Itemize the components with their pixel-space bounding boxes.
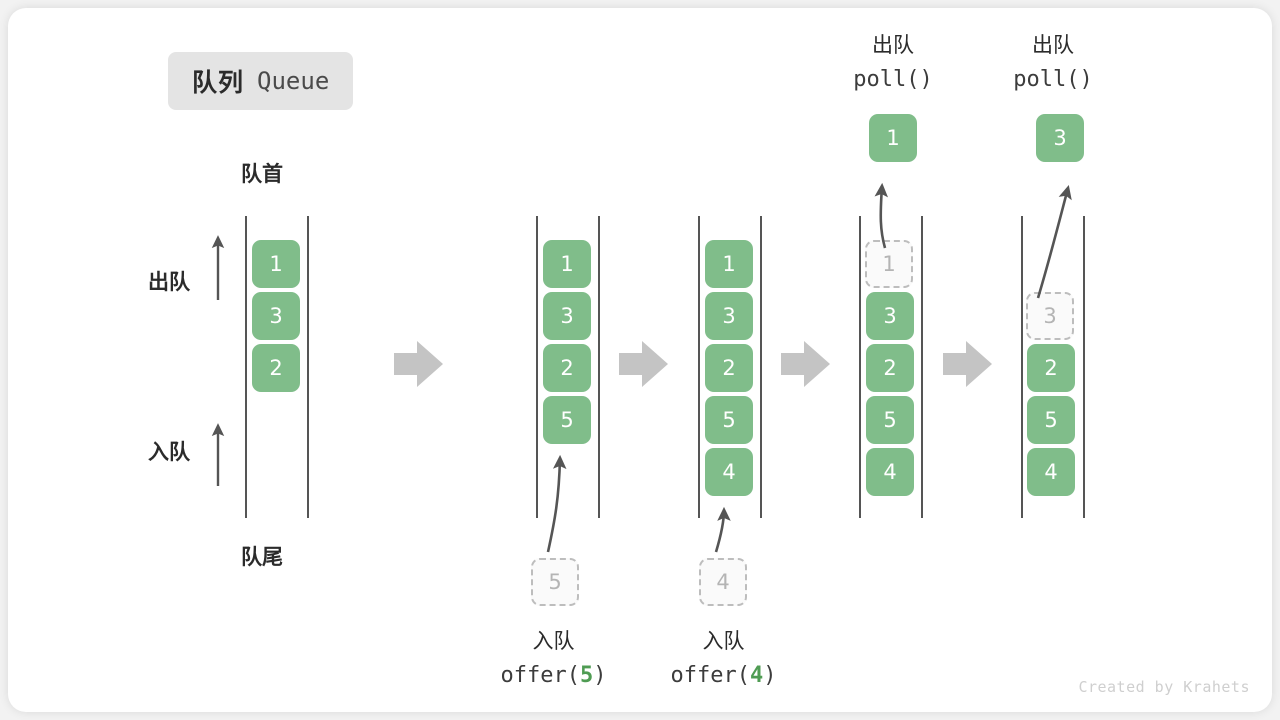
queue-cell: 1 — [543, 240, 591, 288]
step-arrow-4 — [943, 341, 992, 387]
operation-caption-cn: 入队 — [532, 630, 575, 653]
queue-rail-right-stage-1 — [307, 216, 309, 518]
queue-cell: 1 — [252, 240, 300, 288]
queue-rail-left-stage-1 — [245, 216, 247, 518]
queue-tail-label: 队尾 — [241, 546, 283, 569]
queue-cell: 2 — [866, 344, 914, 392]
queue-cell: 2 — [705, 344, 753, 392]
diagram-card: 队列 Queue 队首 队尾 出队 入队 1 3 2 1 3 2 5 5 入队 … — [8, 8, 1272, 712]
queue-rail-left-stage-4 — [859, 216, 861, 518]
watermark-credit: Created by Krahets — [1078, 678, 1250, 696]
operation-caption-cn: 出队 — [1032, 34, 1074, 57]
removed-ghost-cell: 3 — [1026, 292, 1074, 340]
queue-cell: 3 — [866, 292, 914, 340]
queue-cell: 3 — [252, 292, 300, 340]
step-arrow-1 — [394, 341, 443, 387]
queue-cell: 2 — [252, 344, 300, 392]
queue-head-label: 队首 — [241, 163, 283, 186]
code-suffix: ) — [593, 662, 607, 688]
code-arg: 4 — [749, 662, 764, 688]
queue-cell: 4 — [705, 448, 753, 496]
queue-cell: 3 — [543, 292, 591, 340]
code-prefix: offer( — [670, 662, 750, 688]
queue-rail-right-stage-3 — [760, 216, 762, 518]
operation-caption-code: offer(4) — [626, 659, 821, 693]
enqueue-direction-label: 入队 — [148, 441, 190, 464]
queue-cell: 2 — [1027, 344, 1075, 392]
operation-caption-offer-4: 入队 offer(4) — [626, 626, 821, 693]
code-suffix: ) — [763, 662, 777, 688]
queue-rail-right-stage-4 — [921, 216, 923, 518]
step-arrow-2 — [619, 341, 668, 387]
queue-cell: 4 — [866, 448, 914, 496]
queue-rail-left-stage-3 — [698, 216, 700, 518]
diagram-title-badge: 队列 Queue — [168, 52, 354, 110]
operation-caption-cn: 入队 — [702, 630, 745, 653]
incoming-ghost-cell: 5 — [531, 558, 579, 606]
code-arg: 5 — [579, 662, 594, 688]
queue-rail-left-stage-5 — [1021, 216, 1023, 518]
queue-cell: 5 — [866, 396, 914, 444]
queue-rail-right-stage-5 — [1083, 216, 1085, 518]
operation-caption-poll-1: 出队 poll() — [798, 30, 988, 97]
poll-3-arrow — [1036, 184, 1072, 299]
operation-caption-offer-5: 入队 offer(5) — [456, 626, 651, 693]
offer-4-arrow — [714, 506, 731, 553]
queue-cell: 3 — [705, 292, 753, 340]
queue-cell: 5 — [543, 396, 591, 444]
poll-1-arrow — [874, 182, 889, 249]
dequeue-direction-label: 出队 — [148, 271, 190, 294]
queue-cell: 2 — [543, 344, 591, 392]
operation-caption-poll-3: 出队 poll() — [958, 30, 1148, 97]
outgoing-cell: 3 — [1036, 114, 1084, 162]
step-arrow-3 — [781, 341, 830, 387]
operation-caption-code: poll() — [1013, 66, 1093, 92]
offer-5-arrow — [546, 454, 567, 553]
queue-cell: 4 — [1027, 448, 1075, 496]
removed-ghost-cell: 1 — [865, 240, 913, 288]
queue-cell: 1 — [705, 240, 753, 288]
operation-caption-code: poll() — [853, 66, 933, 92]
operation-caption-cn: 出队 — [872, 34, 914, 57]
queue-cell: 5 — [1027, 396, 1075, 444]
title-cn: 队列 — [192, 69, 245, 97]
operation-caption-code: offer(5) — [456, 659, 651, 693]
code-prefix: offer( — [500, 662, 580, 688]
outgoing-cell: 1 — [869, 114, 917, 162]
queue-rail-left-stage-2 — [536, 216, 538, 518]
title-en: Queue — [257, 67, 330, 95]
incoming-ghost-cell: 4 — [699, 558, 747, 606]
queue-rail-right-stage-2 — [598, 216, 600, 518]
queue-cell: 5 — [705, 396, 753, 444]
